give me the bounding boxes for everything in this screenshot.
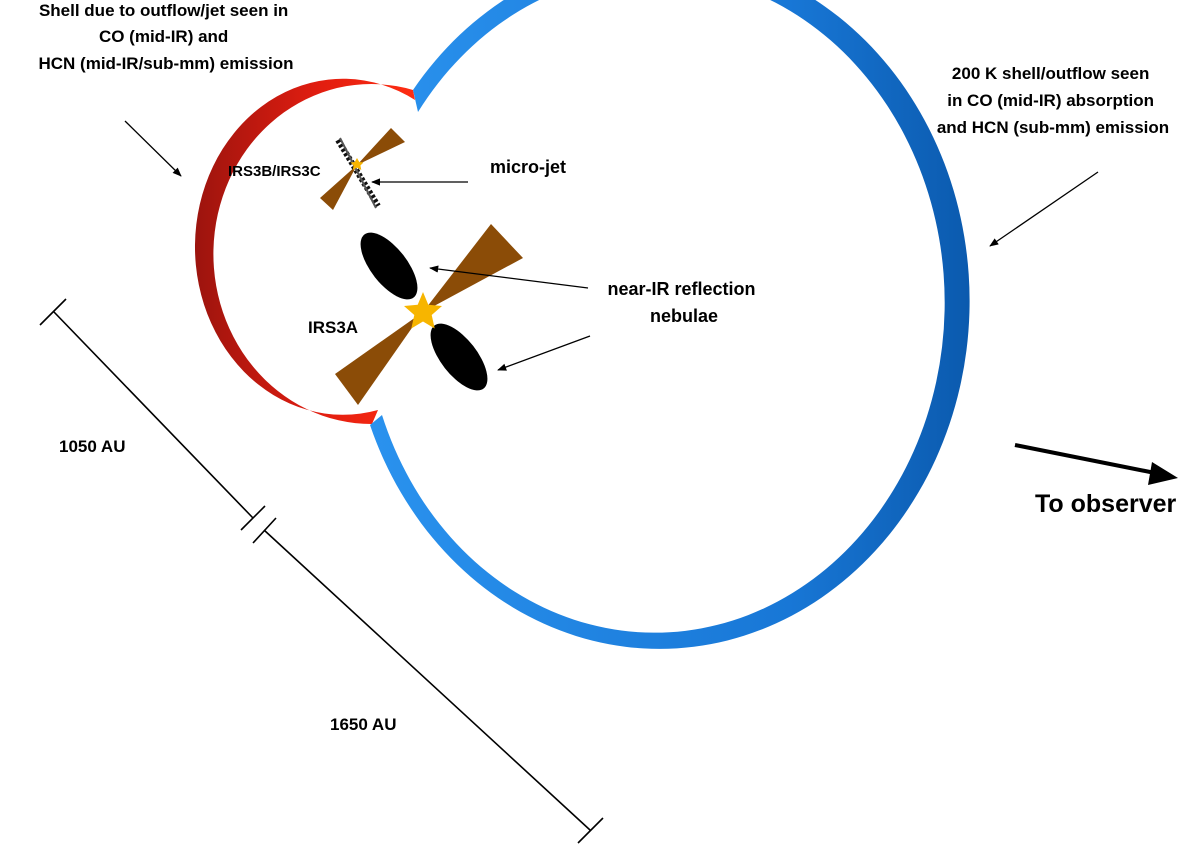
micro-jet-knots-fine bbox=[339, 137, 377, 209]
scale-tick-top bbox=[39, 298, 67, 326]
micro-jet-knots bbox=[335, 138, 381, 208]
red-shell-label-line-3: HCN (mid-IR/sub-mm) emission bbox=[38, 54, 293, 73]
scale-tick-break-b bbox=[252, 517, 277, 544]
irs3a-star-icon bbox=[404, 292, 442, 329]
blue-shell-label-line-3: and HCN (sub-mm) emission bbox=[937, 118, 1169, 137]
arrow-blue-shell bbox=[989, 171, 1099, 247]
micro-jet-label: micro-jet bbox=[490, 157, 566, 177]
micro-jet-bipolar bbox=[320, 128, 405, 210]
irs3bc-label: IRS3B/IRS3C bbox=[228, 163, 321, 180]
micro-jet-lobe-lower bbox=[320, 165, 357, 210]
red-shell-label-line-1: Shell due to outflow/jet seen in bbox=[39, 1, 288, 20]
arrow-nebula-lower bbox=[497, 335, 591, 371]
arrow-red-shell bbox=[124, 120, 182, 177]
scale-bar bbox=[39, 298, 604, 844]
reflection-nebulae-label: near-IR reflection nebulae bbox=[607, 279, 760, 326]
scale-bar-segment-large bbox=[263, 529, 591, 831]
arrow-nebula-upper bbox=[429, 265, 589, 289]
irs3a-label: IRS3A bbox=[308, 318, 358, 337]
irs3a-jet-lobe-lower bbox=[335, 312, 423, 405]
blue-shell-label-line-2: in CO (mid-IR) absorption bbox=[947, 91, 1154, 110]
reflection-nebula-upper bbox=[360, 232, 418, 300]
scale-tick-break-a bbox=[240, 505, 266, 531]
scale-label-1050: 1050 AU bbox=[59, 437, 125, 456]
micro-jet-lobe-upper bbox=[357, 128, 405, 165]
reflection-nebulae-label-line-1: near-IR reflection bbox=[607, 279, 755, 299]
blue-shell-label-line-1: 200 K shell/outflow seen bbox=[952, 64, 1149, 83]
red-shell-label: Shell due to outflow/jet seen in CO (mid… bbox=[38, 1, 293, 73]
scale-label-1650: 1650 AU bbox=[330, 715, 396, 734]
observer-label: To observer bbox=[1035, 490, 1177, 518]
observer-arrowhead bbox=[1148, 462, 1178, 485]
irs3a-jet-lobe-upper bbox=[423, 224, 523, 312]
reflection-nebula-lower bbox=[430, 323, 488, 391]
blue-shell-label: 200 K shell/outflow seen in CO (mid-IR) … bbox=[937, 64, 1169, 137]
observer-arrow bbox=[1014, 443, 1161, 476]
reflection-nebulae-label-line-2: nebulae bbox=[650, 306, 718, 326]
scale-bar-segment-small bbox=[53, 311, 254, 519]
red-shell-label-line-2: CO (mid-IR) and bbox=[99, 27, 228, 46]
scale-tick-bottom bbox=[577, 817, 604, 844]
irs3bc-star-icon bbox=[350, 158, 364, 170]
